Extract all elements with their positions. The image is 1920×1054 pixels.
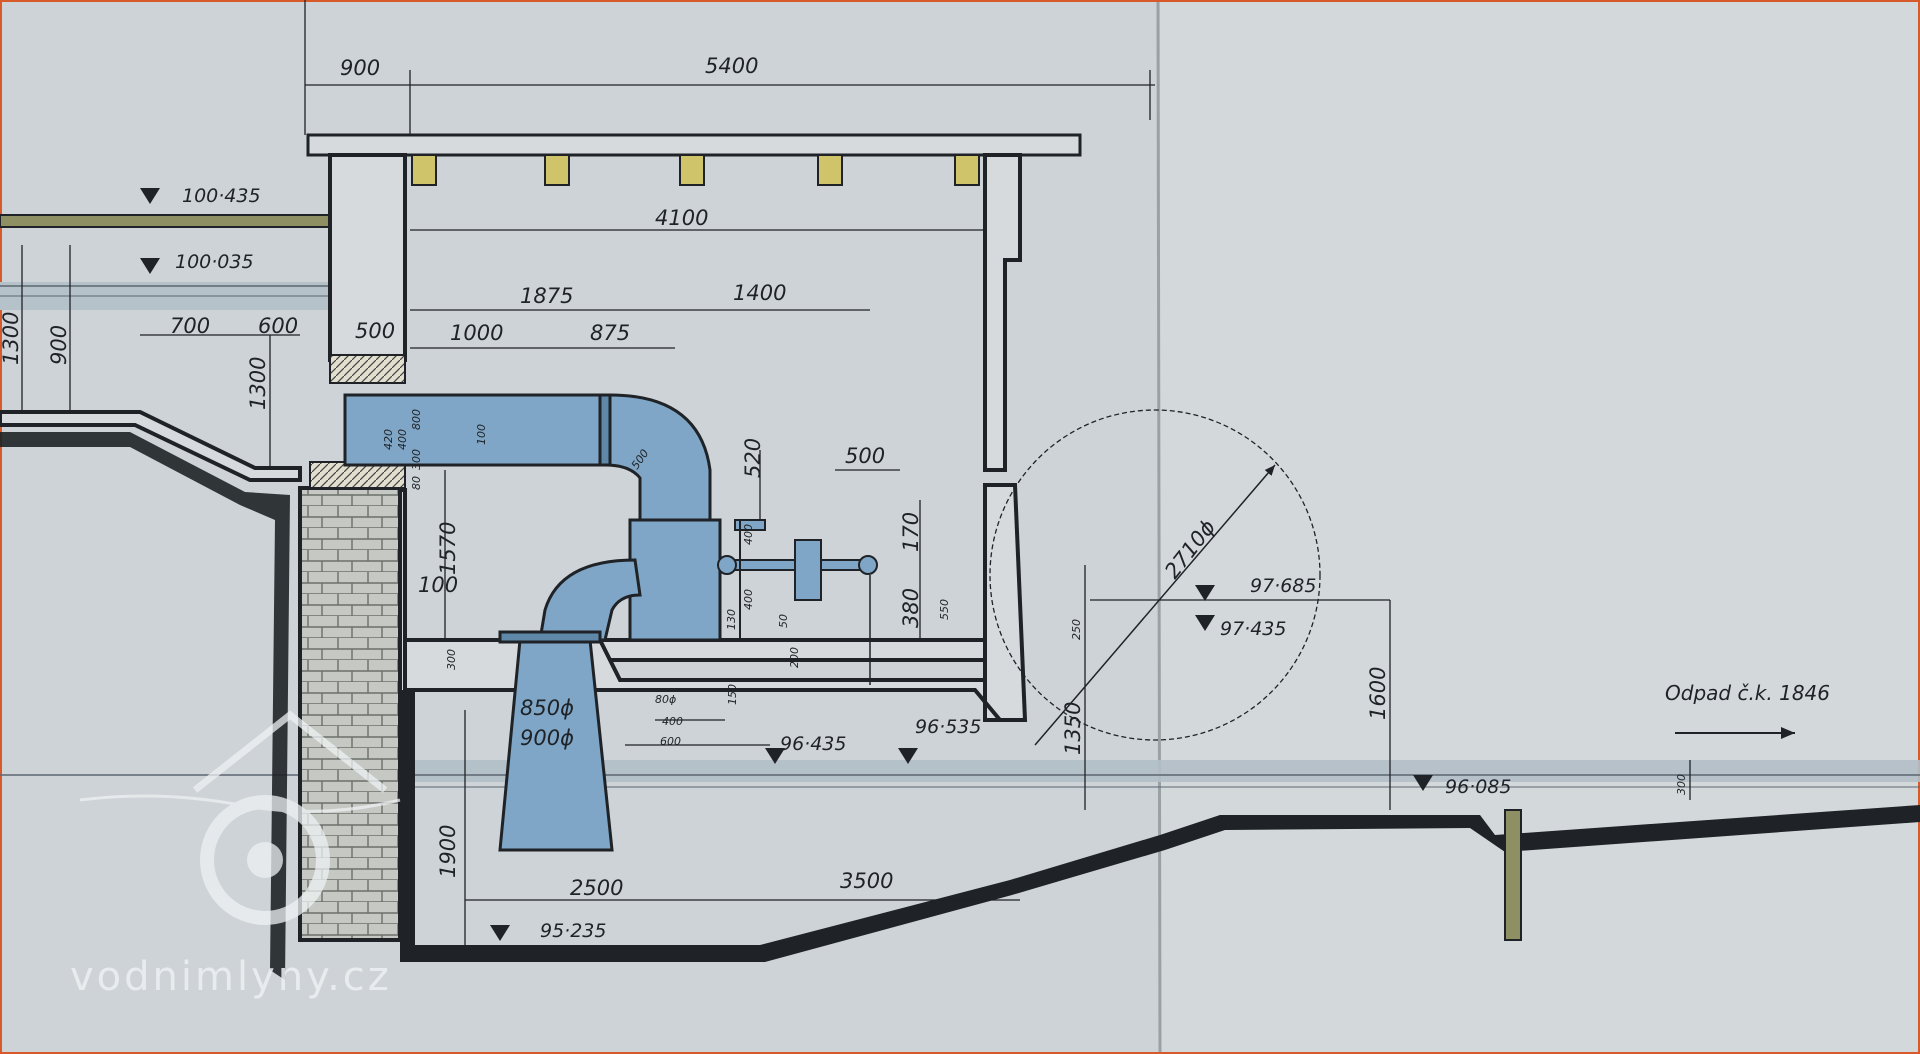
dim-300-right: 300 xyxy=(1675,774,1688,795)
dim-400b: 400 xyxy=(742,589,755,610)
dim-1400: 1400 xyxy=(733,281,786,305)
embankment-top xyxy=(0,214,346,228)
dim-400: 400 xyxy=(742,524,755,545)
dim-80: 80ϕ xyxy=(655,693,676,706)
dim-700: 700 xyxy=(170,314,210,338)
level-100435: 100·435 xyxy=(182,185,261,207)
dim-500-wall: 500 xyxy=(355,319,395,343)
level-markers xyxy=(140,188,1433,941)
dim-250: 250 xyxy=(1070,619,1083,640)
dim-3500: 3500 xyxy=(840,869,893,893)
dim-1900: 1900 xyxy=(436,825,460,878)
dim-300-floor: 300 xyxy=(445,649,458,670)
dim-1350: 1350 xyxy=(1061,702,1085,755)
level-96535: 96·535 xyxy=(915,716,981,738)
clearance-circle xyxy=(989,409,1321,741)
level-97685: 97·685 xyxy=(1250,575,1316,597)
dim-380: 380 xyxy=(899,588,923,628)
dim-550: 550 xyxy=(938,599,951,620)
dim-1875: 1875 xyxy=(520,284,573,308)
dim-875: 875 xyxy=(590,321,630,345)
outflow-label: Odpad č.k. 1846 xyxy=(1665,681,1830,705)
level-96435: 96·435 xyxy=(780,733,846,755)
dim-1600: 1600 xyxy=(1366,667,1390,720)
headrace-bed xyxy=(0,410,302,482)
dim-900-left: 900 xyxy=(47,325,71,365)
headrace-water xyxy=(0,282,330,310)
roof-slab xyxy=(306,133,1082,157)
dim-small-800: 800 xyxy=(410,409,423,430)
level-96085: 96·085 xyxy=(1445,776,1511,798)
dim-small-420: 420 xyxy=(382,429,395,450)
dim-170: 170 xyxy=(899,512,923,552)
dim-small-80: 80 xyxy=(410,476,423,490)
dim-top-left: 900 xyxy=(340,56,380,80)
dim-1570: 1570 xyxy=(436,522,460,575)
tailrace-water xyxy=(0,760,1920,788)
dim-130: 130 xyxy=(725,609,738,630)
level-97435: 97·435 xyxy=(1220,618,1286,640)
lintel-hatched xyxy=(329,354,406,384)
right-wall xyxy=(983,153,1022,472)
dim-500-shaft: 500 xyxy=(845,444,885,468)
dim-1300-b: 1300 xyxy=(246,357,270,410)
dim-100: 100 xyxy=(418,573,458,597)
dim-50: 50 xyxy=(777,614,790,628)
dim-2500: 2500 xyxy=(570,876,623,900)
level-95235: 95·235 xyxy=(540,920,606,942)
dim-pipe-900: 900ϕ xyxy=(520,726,574,750)
dim-small-300: 300 xyxy=(410,449,423,470)
dim-1300-a: 1300 xyxy=(0,312,23,365)
dim-room-width: 4100 xyxy=(655,206,708,230)
dim-pipe-850: 850ϕ xyxy=(520,696,574,720)
watermark-text: vodnimlyny.cz xyxy=(70,954,392,1000)
turbine-pipe xyxy=(343,393,722,852)
dim-1000: 1000 xyxy=(450,321,503,345)
dim-top-span: 5400 xyxy=(705,54,758,78)
dim-small-400: 400 xyxy=(396,429,409,450)
dim-150: 150 xyxy=(726,684,739,705)
dim-200: 200 xyxy=(788,647,801,668)
paper-right-sheet xyxy=(1160,0,1920,1054)
pile-post xyxy=(1504,809,1522,941)
dim-600-bot: 600 xyxy=(660,735,681,748)
level-100035: 100·035 xyxy=(175,251,254,273)
circle-diameter-line xyxy=(1034,464,1276,746)
dim-400c: 400 xyxy=(662,715,683,728)
dim-600-left: 600 xyxy=(258,314,298,338)
roof-beams xyxy=(411,154,980,186)
shaft-generator xyxy=(717,519,878,640)
paper-fold xyxy=(1156,0,1162,1054)
dim-520: 520 xyxy=(741,438,765,478)
watermark-logo xyxy=(79,710,401,925)
dim-small-100: 100 xyxy=(475,424,488,445)
dimension-lines xyxy=(21,0,1691,950)
